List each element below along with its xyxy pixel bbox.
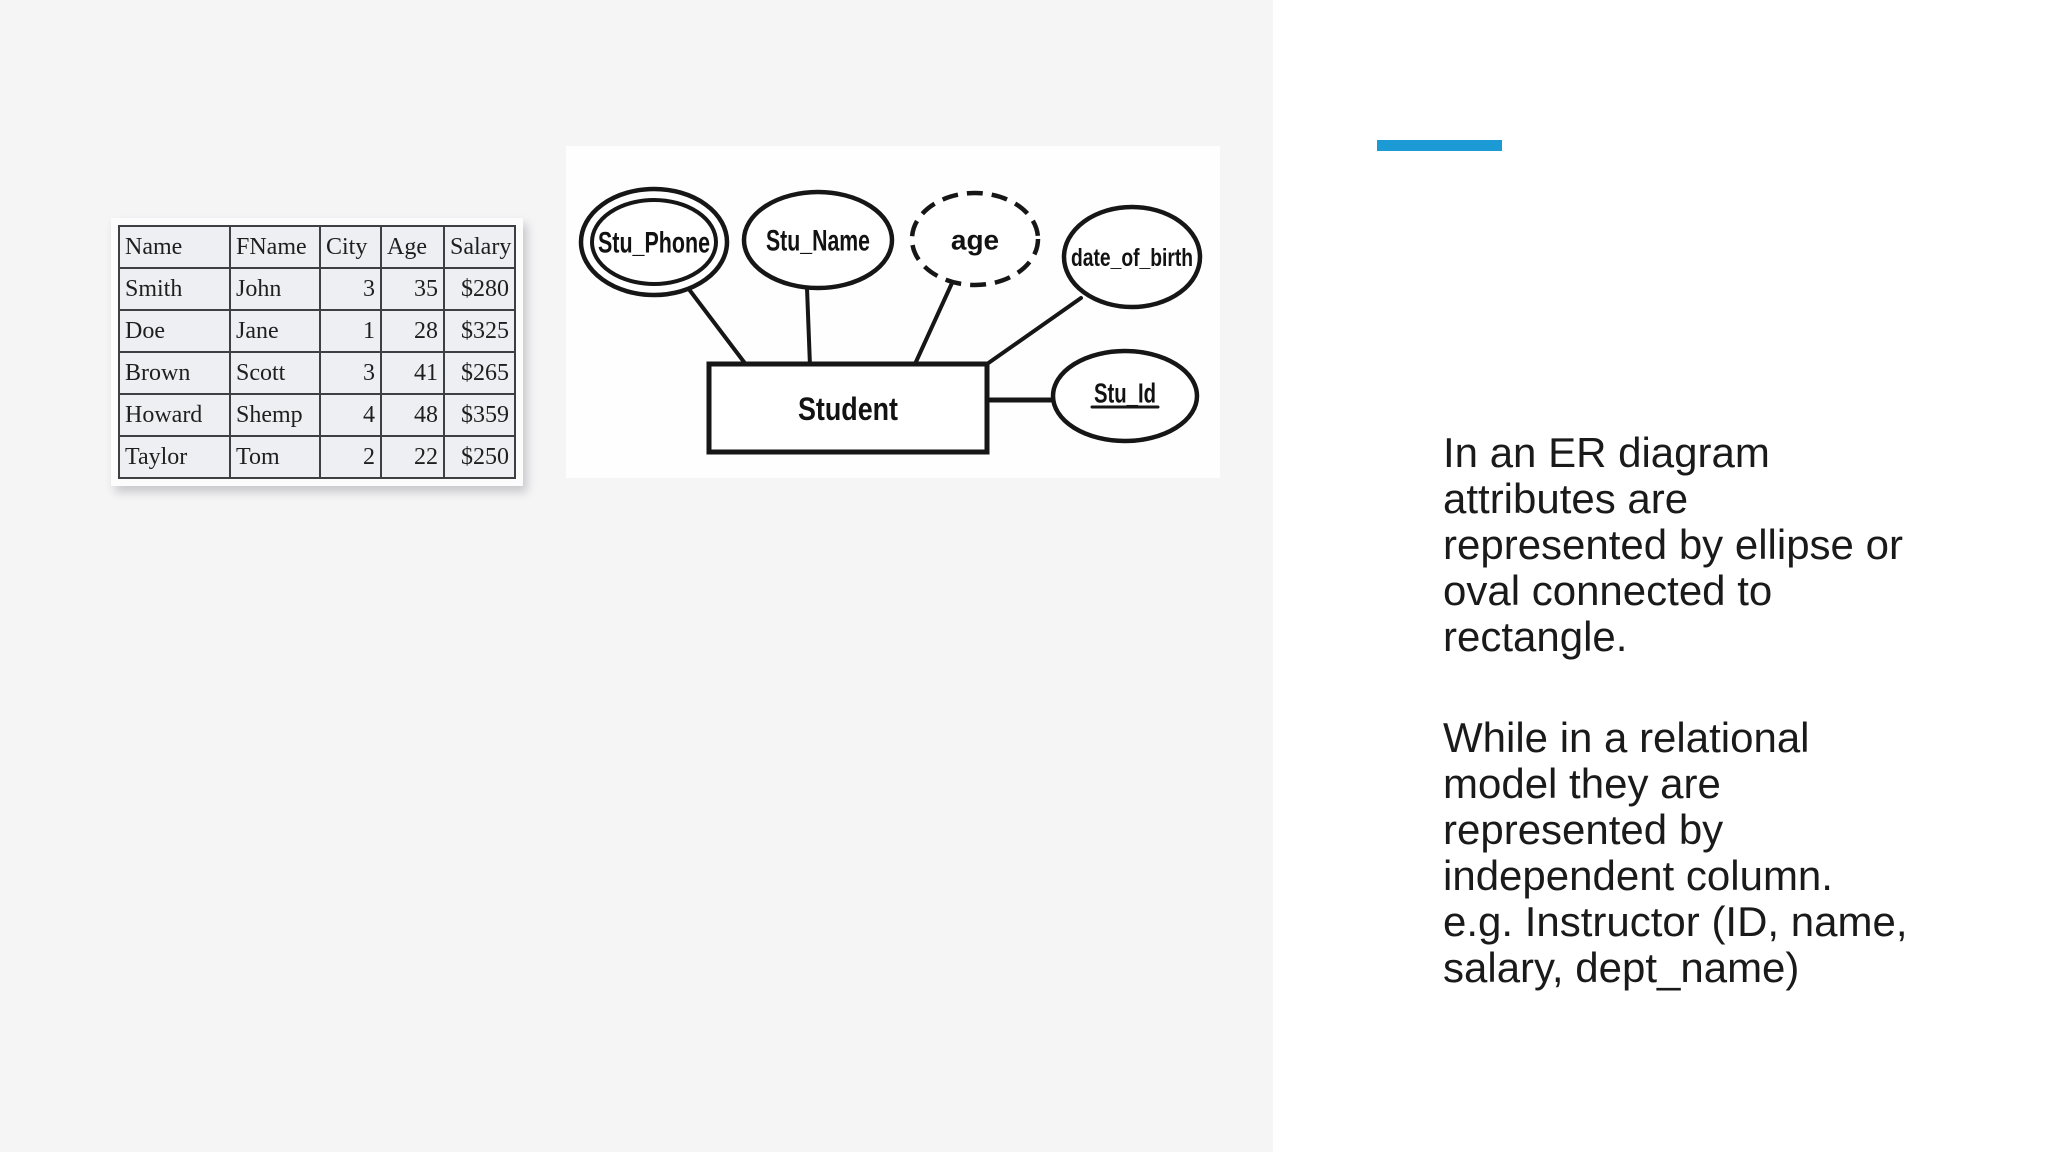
table-cell: 35 [380,267,445,311]
accent-bar [1377,140,1502,151]
student-entity-label: Student [798,391,898,427]
connector-stu-phone [686,286,749,368]
table-cell: 28 [380,309,445,353]
table-cell: $359 [443,393,516,437]
stu-phone-inner-ellipse [590,198,718,286]
table-cell: John [229,267,321,311]
student-entity-rectangle [706,361,990,455]
table-cell: 22 [380,435,445,479]
date-of-birth-label: date_of_birth [1071,244,1193,272]
age-ellipse [909,190,1041,288]
stu-id-ellipse [1050,348,1200,444]
table-cell: 41 [380,351,445,395]
table-cell: Smith [118,267,231,311]
table-cell: $265 [443,351,516,395]
right-panel-background [1273,0,2048,1152]
er-diagram-panel: Stu_Phone Stu_Name age date_of_birth Stu… [566,146,1220,478]
table-cell: Jane [229,309,321,353]
table-cell: Taylor [118,435,231,479]
table-cell: 3 [319,267,382,311]
er-diagram: Stu_Phone Stu_Name age date_of_birth Stu… [578,186,1203,455]
paragraph-relational-model: While in a relational model they are rep… [1443,714,1908,991]
stu-phone-label: Stu_Phone [598,227,710,260]
table-cell: Tom [229,435,321,479]
table-cell: 48 [380,393,445,437]
age-label: age [951,225,999,256]
table-cell: Scott [229,351,321,395]
column-header: FName [229,225,321,269]
column-header: City [319,225,382,269]
table-cell: 3 [319,351,382,395]
connector-stu-name [805,286,812,368]
connector-age [913,281,954,366]
connector-date-of-birth [985,296,1083,366]
table-cell: $325 [443,309,516,353]
table-cell: $250 [443,435,516,479]
table-cell: 2 [319,435,382,479]
stu-id-label: Stu_Id [1094,378,1156,409]
column-header: Salary [443,225,516,269]
table-cell: 1 [319,309,382,353]
date-of-birth-ellipse [1061,204,1203,310]
body-text-block: In an ER diagram attributes are represen… [1443,430,2003,991]
table-cell: $280 [443,267,516,311]
column-header: Name [118,225,231,269]
paragraph-er-diagram: In an ER diagram attributes are represen… [1443,429,1903,660]
table-cell: Shemp [229,393,321,437]
stu-name-label: Stu_Name [766,225,870,258]
column-header: Age [380,225,445,269]
stu-name-ellipse [741,189,895,291]
table-cell: Howard [118,393,231,437]
table-cell: Brown [118,351,231,395]
table-cell: Doe [118,309,231,353]
table-cell: 4 [319,393,382,437]
